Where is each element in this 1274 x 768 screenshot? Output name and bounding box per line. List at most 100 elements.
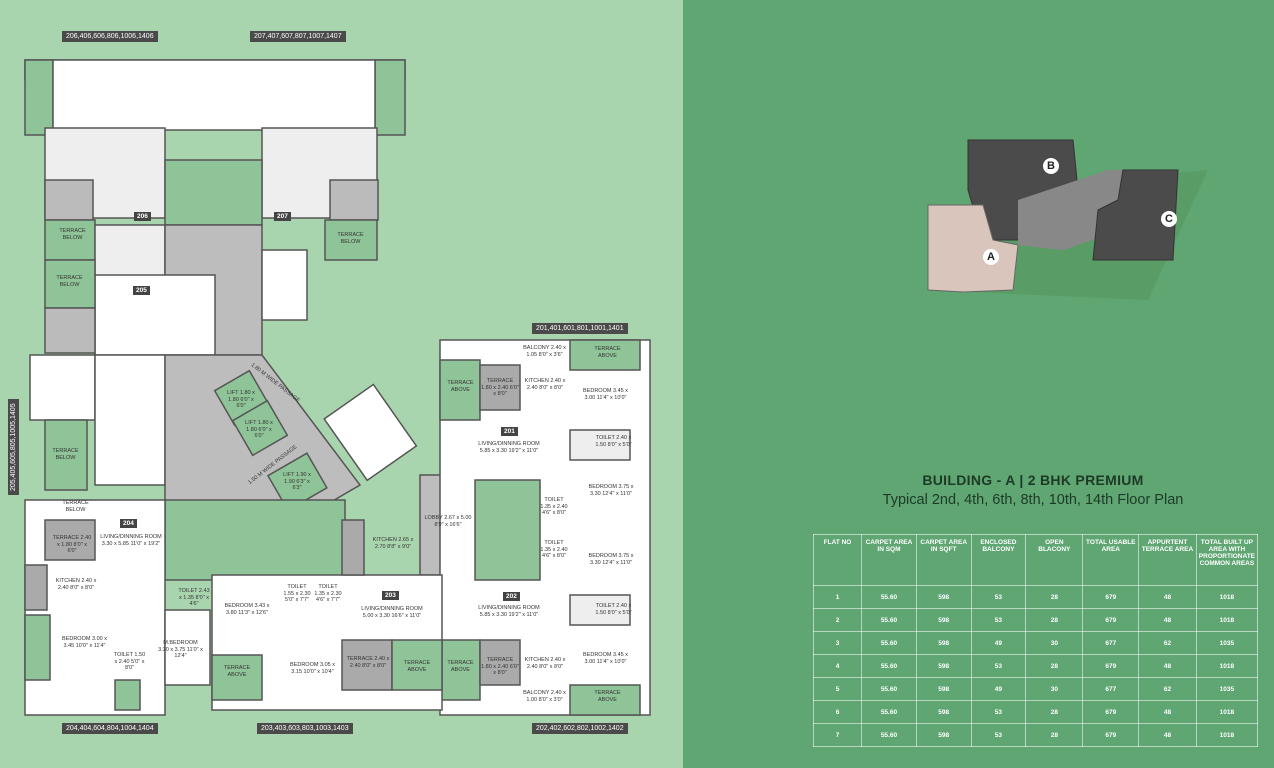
cell: 55.60: [861, 723, 917, 747]
area-statement-table: FLAT NO CARPET AREA IN SQM CARPET AREA I…: [812, 534, 1259, 747]
label-203-toilet1: TOILET 1.55 x 2.30 5'0" x 7'7": [283, 584, 311, 604]
label-202-living: LIVING/DINNING ROOM 5.85 x 3.30 19'2" x …: [478, 605, 540, 618]
header-enclosed-balcony: ENCLOSED BALCONY: [970, 534, 1027, 586]
flat-tag-bottom-left: 204,404,604,804,1004,1404: [62, 723, 158, 734]
unit-number-204: 204: [120, 519, 137, 528]
terrace-above-202b: [569, 684, 641, 716]
cell: 598: [915, 723, 972, 747]
right-block: [439, 339, 651, 716]
cell: 1: [812, 585, 863, 609]
header-total-usable: TOTAL USABLE AREA: [1082, 534, 1140, 586]
label-201-kitchen: KITCHEN 2.40 x 2.40 8'0" x 8'0": [524, 378, 566, 391]
flat-tag-mid-right: 201,401,601,801,1001,1401: [532, 323, 628, 334]
label-terrace-below-207: TERRACE BELOW: [337, 232, 364, 245]
label-201-bedroom: BEDROOM 3.45 x 3.00 11'4" x 10'0": [583, 388, 628, 401]
label-204-living: LIVING/DINNING ROOM 3.30 x 5.85 11'0" x …: [100, 534, 162, 547]
terrace-above-201b: [569, 339, 641, 371]
flat-tag-top-left: 206,406,606,806,1006,1406: [62, 31, 158, 42]
lift-2: [231, 399, 289, 457]
cell: 1035: [1195, 677, 1259, 701]
label-201-mbed: BEDROOM 3.75 x 3.30 12'4" x 11'0": [588, 484, 634, 497]
bottom-block: [24, 499, 443, 716]
label-203-bedroom: BEDROOM 3.43 x 3.80 11'3" x 12'6": [224, 603, 270, 616]
cell: 598: [915, 654, 972, 678]
balcony-204: [24, 564, 48, 611]
cell: 48: [1138, 585, 1197, 609]
cell: 53: [970, 723, 1027, 747]
unit-number-203: 203: [382, 591, 399, 600]
cell: 677: [1082, 677, 1140, 701]
toilet-201: [569, 429, 631, 461]
cell: 679: [1082, 700, 1140, 724]
cell: 2: [812, 608, 863, 632]
terrace-below-left-top: [24, 59, 54, 136]
label-204-toilet2: TOILET 2.43 x 1.35 8'0" x 4'6": [178, 588, 210, 608]
label-terrace-above-202: TERRACE ABOVE: [447, 660, 474, 673]
flat-tag-bottom-right: 202,402,602,802,1002,1402: [532, 723, 628, 734]
label-202-mbed: BEDROOM 3.75 x 3.30 12'4" x 11'0": [588, 553, 634, 566]
label-lift-3: LIFT 1.90 x 1.90 6'3" x 6'3": [283, 472, 311, 492]
staircase-upper: [261, 249, 308, 321]
cell: 598: [915, 677, 972, 701]
marker-c: C: [1161, 211, 1177, 227]
terrace-201: [479, 364, 521, 411]
cell: 598: [915, 608, 972, 632]
floor-plan-panel: 206,406,606,806,1006,1406 207,407,607,80…: [8, 31, 651, 734]
cell: 4: [812, 654, 863, 678]
unit-205-bedroom: [29, 354, 96, 421]
core: [164, 354, 476, 581]
lift-3: [266, 452, 328, 512]
terrace-shaft-204: [114, 679, 141, 711]
cell: 598: [915, 585, 972, 609]
cell: 62: [1138, 677, 1197, 701]
header-flat-no: FLAT NO: [812, 534, 863, 586]
key-plan: A B C: [913, 130, 1213, 310]
cell: 55.60: [861, 700, 917, 724]
cell: 679: [1082, 723, 1140, 747]
label-202-bedroom: BEDROOM 3.45 x 3.00 11'4" x 10'0": [583, 652, 628, 665]
cell: 1018: [1195, 608, 1259, 632]
header-terrace-area: APPURTENT TERRACE AREA: [1138, 534, 1197, 586]
label-terrace-above-203: TERRACE ABOVE: [223, 665, 251, 678]
open-duct: [164, 159, 263, 226]
label-203-terrace: TERRACE 2.40 x 2.40 8'0" x 8'0": [346, 656, 390, 669]
terrace-below-204: [24, 614, 51, 681]
floor-plan-drawing: [24, 59, 651, 716]
terrace-above-202: [439, 639, 481, 701]
cell: 679: [1082, 608, 1140, 632]
label-204-mbed: M.BEDROOM 3.30 x 3.75 11'0" x 12'4": [158, 640, 203, 660]
unit-205-rooms: [94, 354, 166, 486]
cell: 1018: [1195, 723, 1259, 747]
marker-b: B: [1043, 158, 1059, 174]
cell: 7: [812, 723, 863, 747]
header-open-balcony: OPEN BLACONY: [1025, 534, 1084, 586]
unit-205-kitchen: [94, 274, 216, 356]
label-lift-1: LIFT 1.80 x 1.80 6'0" x 6'0": [227, 390, 255, 410]
label-terrace-above-202b: TERRACE ABOVE: [594, 690, 621, 703]
label-terrace-below-206: TERRACE BELOW: [59, 228, 86, 241]
terrace-below-205b: [44, 419, 88, 491]
unit-206-store: [44, 179, 94, 221]
label-201-terrace: TERRACE 1.80 x 2.40 6'0" x 8'0": [481, 378, 519, 398]
cell: 1018: [1195, 654, 1259, 678]
flat-tag-bottom-mid: 203,403,603,803,1003,1403: [257, 723, 353, 734]
label-202-toilet: TOILET 2.40 x 1.50 8'0" x 5'0": [595, 603, 632, 616]
cell: 3: [812, 631, 863, 655]
label-terrace-above-203b: TERRACE ABOVE: [403, 660, 431, 673]
label-204-bedroom: BEDROOM 3.00 x 3.45 10'0" x 11'4": [62, 636, 107, 649]
unit-number-202: 202: [503, 592, 520, 601]
label-terrace-above-201: TERRACE ABOVE: [594, 346, 621, 359]
label-terrace-below-205b: TERRACE BELOW: [52, 448, 79, 461]
label-202-toilet2: TOILET 1.35 x 2.40 4'6" x 8'0": [540, 540, 568, 560]
cell: 5: [812, 677, 863, 701]
info-panel: A B C BUILDING - A | 2 BHK PREMIUM Typic…: [683, 0, 1274, 768]
cell: 6: [812, 700, 863, 724]
label-terrace-above-201b: TERRACE ABOVE: [447, 380, 474, 393]
terrace-above-201: [439, 359, 481, 421]
label-terrace-below-205: TERRACE BELOW: [56, 275, 83, 288]
